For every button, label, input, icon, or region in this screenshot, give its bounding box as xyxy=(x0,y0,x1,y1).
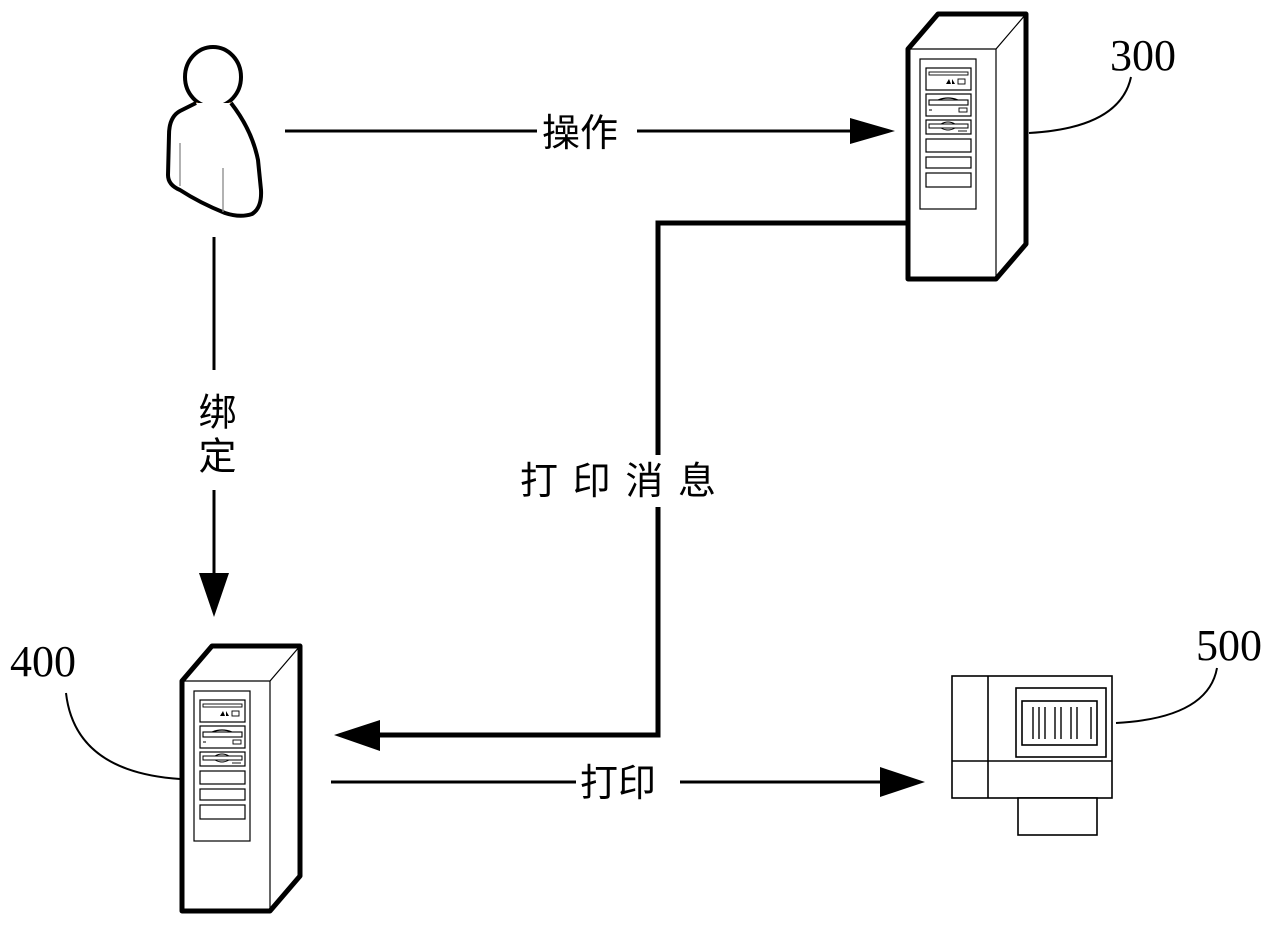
ref-label-400: 400 xyxy=(10,637,76,686)
edge-label-print: 打印 xyxy=(580,761,656,805)
user-icon xyxy=(166,45,264,218)
arrowhead-right-icon xyxy=(850,118,895,144)
server-400 xyxy=(182,646,300,911)
edge-label-bind: 绑定 xyxy=(192,392,236,480)
edge-bind: 绑定 xyxy=(192,237,236,617)
arrowhead-down-icon xyxy=(199,573,229,617)
printer-icon xyxy=(951,675,1113,836)
leader-line-500 xyxy=(1115,667,1218,724)
edge-label-operate: 操作 xyxy=(542,111,618,155)
ref-label-300: 300 xyxy=(1110,31,1176,80)
leader-line-400 xyxy=(65,692,181,780)
arrowhead-right-icon xyxy=(880,767,925,797)
server-300 xyxy=(908,14,1026,279)
server-tower-icon xyxy=(908,14,1026,279)
edge-operate: 操作 xyxy=(285,110,895,155)
server-tower-icon xyxy=(182,646,300,911)
edge-print: 打印 xyxy=(331,760,925,805)
edge-print-message: 打印消息 xyxy=(334,220,908,751)
arrowhead-left-icon xyxy=(334,720,380,751)
leader-line-300 xyxy=(1028,76,1132,134)
ref-label-500: 500 xyxy=(1196,621,1262,670)
